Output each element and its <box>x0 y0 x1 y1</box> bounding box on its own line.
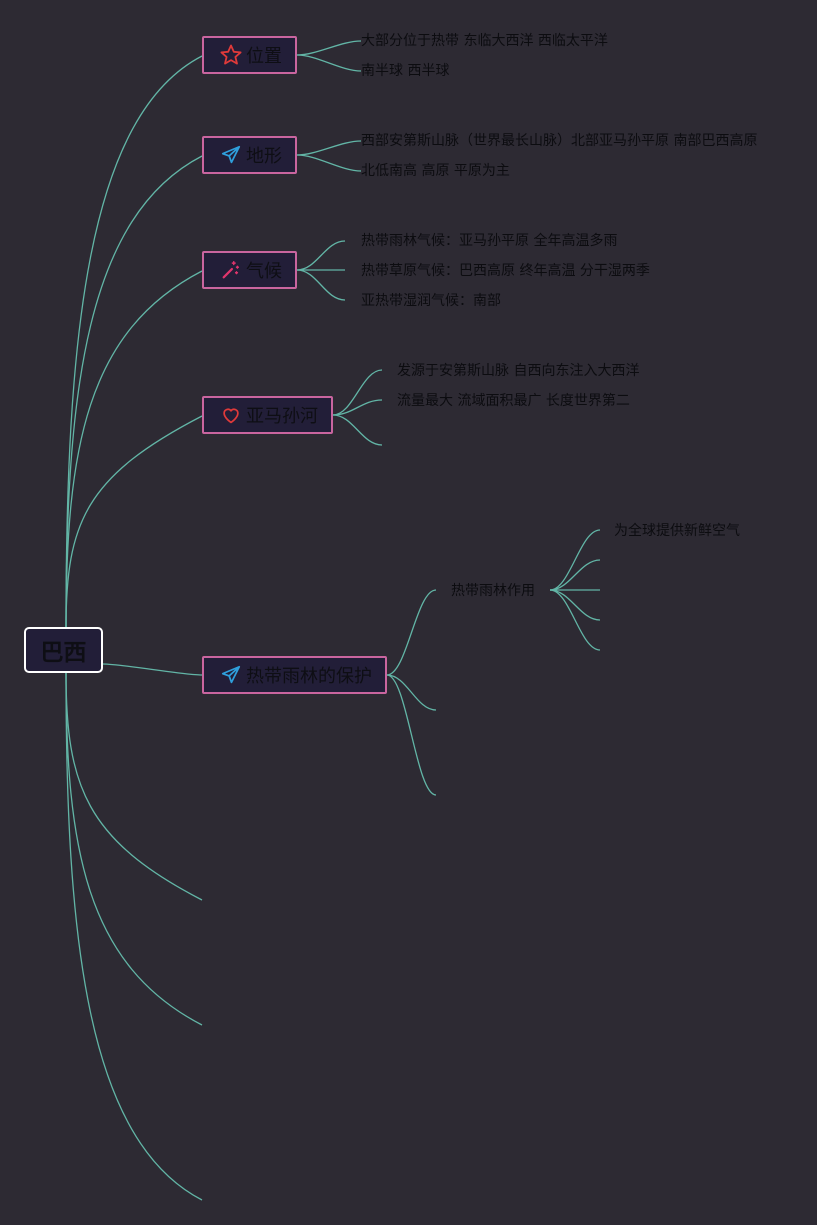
topic-label: 亚马孙河 <box>246 406 318 427</box>
topic-amazon-river[interactable]: 亚马孙河 <box>202 396 333 434</box>
connector-root-climate <box>65 270 203 629</box>
connector-climate-leaf3 <box>296 269 346 301</box>
topic-label: 位置 <box>246 46 282 67</box>
leaf-location-2: 南半球 西半球 <box>361 63 450 79</box>
leaf-rainforest-role-1: 为全球提供新鲜空气 <box>614 523 740 539</box>
connector-role-leaf2 <box>549 559 601 591</box>
leaf-climate-2: 热带草原气候：巴西高原 终年高温 分干湿两季 <box>361 263 650 279</box>
connector-location-leaf1 <box>296 40 362 56</box>
root-node[interactable]: 巴西 <box>24 627 103 673</box>
leaf-terrain-1: 西部安第斯山脉（世界最长山脉）北部亚马孙平原 南部巴西高原 <box>361 133 758 149</box>
heart-icon <box>218 402 244 428</box>
root-label: 巴西 <box>40 640 87 666</box>
topic-label: 气候 <box>246 261 282 282</box>
topic-terrain[interactable]: 地形 <box>202 136 297 174</box>
connector-root-rainforest <box>102 663 203 676</box>
connector-root-river <box>65 415 203 629</box>
connector-river-leaf3 <box>332 414 383 446</box>
connector-rainforest-sub3 <box>386 674 437 796</box>
leaf-climate-3: 亚热带湿润气候：南部 <box>361 293 501 309</box>
connector-rainforest-sub2 <box>386 674 437 711</box>
connector-terrain-leaf2 <box>296 154 362 172</box>
connector-root-empty-1 <box>65 671 203 901</box>
subtopic-rainforest-role[interactable]: 热带雨林作用 <box>451 583 535 599</box>
connector-root-terrain <box>65 155 203 629</box>
topic-location[interactable]: 位置 <box>202 36 297 74</box>
connector-climate-leaf1 <box>296 240 346 271</box>
topic-label: 热带雨林的保护 <box>246 666 372 687</box>
topic-climate[interactable]: 气候 <box>202 251 297 289</box>
connector-root-empty-3 <box>65 671 203 1201</box>
paper-plane-icon <box>218 662 244 688</box>
leaf-location-1: 大部分位于热带 东临大西洋 西临太平洋 <box>361 33 608 49</box>
leaf-river-1: 发源于安第斯山脉 自西向东注入大西洋 <box>397 363 640 379</box>
connector-role-leaf5 <box>549 589 601 651</box>
connector-river-leaf1 <box>332 369 383 416</box>
connector-root-empty-2 <box>65 671 203 1026</box>
star-icon <box>218 42 244 68</box>
connector-terrain-leaf1 <box>296 140 362 156</box>
connector-river-leaf2 <box>332 399 383 416</box>
paper-plane-icon <box>218 142 244 168</box>
connector-location-leaf2 <box>296 54 362 72</box>
leaf-terrain-2: 北低南高 高原 平原为主 <box>361 163 510 179</box>
leaf-river-2: 流量最大 流域面积最广 长度世界第二 <box>397 393 630 409</box>
connector-role-leaf1 <box>549 529 601 591</box>
connector-root-location <box>65 55 203 629</box>
topic-label: 地形 <box>246 146 282 167</box>
topic-rainforest-protection[interactable]: 热带雨林的保护 <box>202 656 387 694</box>
connector-role-leaf4 <box>549 589 601 621</box>
leaf-climate-1: 热带雨林气候：亚马孙平原 全年高温多雨 <box>361 233 618 249</box>
connector-rainforest-sub1 <box>386 589 437 676</box>
magic-wand-icon <box>218 257 244 283</box>
